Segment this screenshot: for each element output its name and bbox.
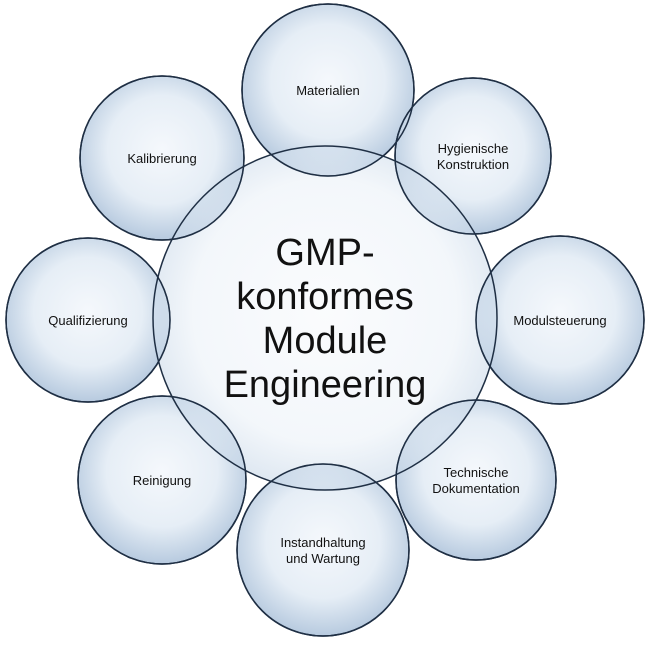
center-title-line: Module — [263, 320, 388, 362]
label-line: Reinigung — [133, 473, 192, 488]
label-line: Konstruktion — [437, 157, 509, 172]
label-modulsteuerung: Modulsteuerung — [513, 313, 606, 328]
circle-outline-qualifizierung — [5, 237, 171, 403]
label-line: Hygienische — [438, 141, 509, 156]
center-title-line: konformes — [236, 276, 413, 318]
label-line: Technische — [443, 465, 508, 480]
center-circle — [152, 145, 498, 491]
label-line: Dokumentation — [432, 481, 519, 496]
circle-outline-modulsteuerung — [475, 235, 645, 405]
label-qualifizierung: Qualifizierung — [48, 313, 128, 328]
label-line: Kalibrierung — [127, 151, 196, 166]
center-title-line: GMP- — [275, 232, 374, 274]
label-line: Materialien — [296, 83, 360, 98]
label-line: und Wartung — [286, 551, 360, 566]
circle-outline-instandhaltung-und-wartung — [236, 463, 410, 637]
label-kalibrierung: Kalibrierung — [127, 151, 196, 166]
label-materialien: Materialien — [296, 83, 360, 98]
circle-outline-hygienische-konstruktion — [394, 77, 552, 235]
circle-outline-materialien — [241, 3, 415, 177]
label-line: Instandhaltung — [280, 535, 365, 550]
label-line: Modulsteuerung — [513, 313, 606, 328]
circle-outline-reinigung — [77, 395, 247, 565]
label-reinigung: Reinigung — [133, 473, 192, 488]
center-title-line: Engineering — [224, 364, 427, 406]
circle-outline-technische-dokumentation — [395, 399, 557, 561]
circle-outline-kalibrierung — [79, 75, 245, 241]
label-line: Qualifizierung — [48, 313, 128, 328]
